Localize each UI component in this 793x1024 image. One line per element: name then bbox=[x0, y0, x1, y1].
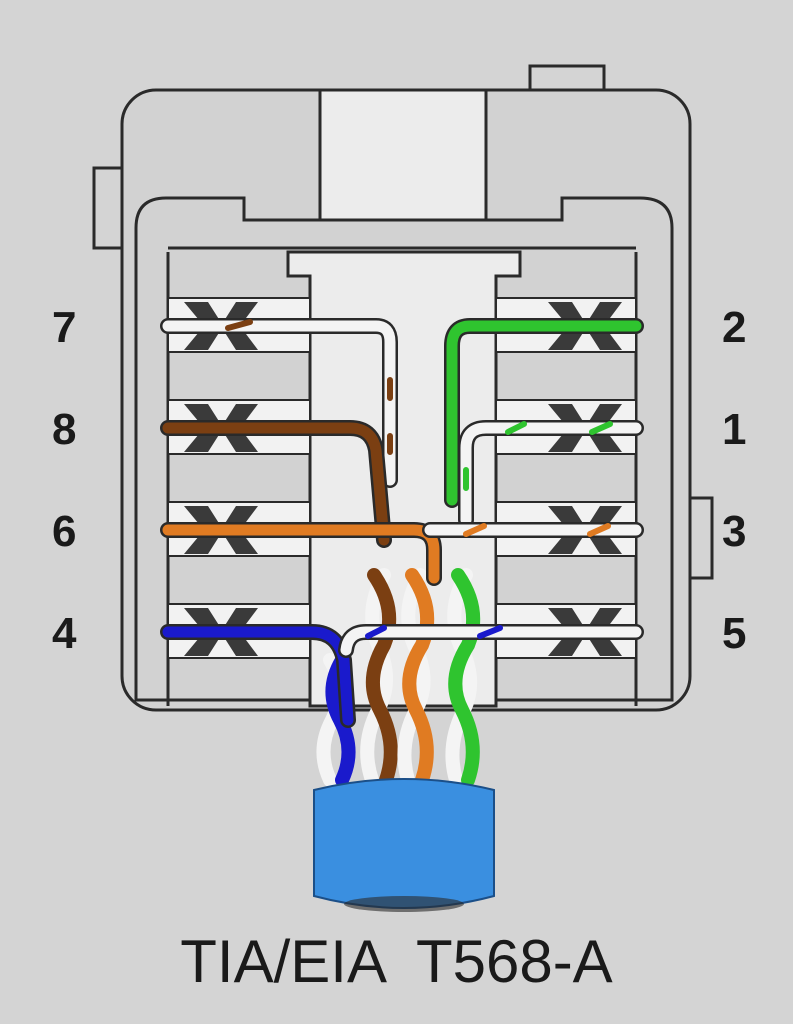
diagram-caption: TIA/EIA T568-A bbox=[180, 928, 613, 995]
wire-pin-1 bbox=[458, 420, 644, 528]
cable-jacket bbox=[313, 778, 495, 912]
wires bbox=[160, 318, 644, 728]
wire-pin-3 bbox=[422, 522, 644, 538]
pin-label-8: 8 bbox=[52, 405, 77, 454]
wire-pin-4 bbox=[160, 624, 356, 728]
wire-pin-5 bbox=[338, 624, 644, 658]
wire-pin-7 bbox=[160, 318, 398, 488]
wire-pin-2 bbox=[444, 318, 644, 508]
pin-label-3: 3 bbox=[722, 507, 747, 556]
pin-label-7: 7 bbox=[52, 303, 77, 352]
wire-pin-8 bbox=[160, 420, 392, 548]
pin-label-1: 1 bbox=[722, 405, 747, 454]
pin-label-2: 2 bbox=[722, 303, 747, 352]
pin-label-6: 6 bbox=[52, 507, 77, 556]
twisted-pairs bbox=[316, 568, 481, 787]
pin-label-5: 5 bbox=[722, 609, 747, 658]
pin-label-4: 4 bbox=[52, 609, 77, 658]
